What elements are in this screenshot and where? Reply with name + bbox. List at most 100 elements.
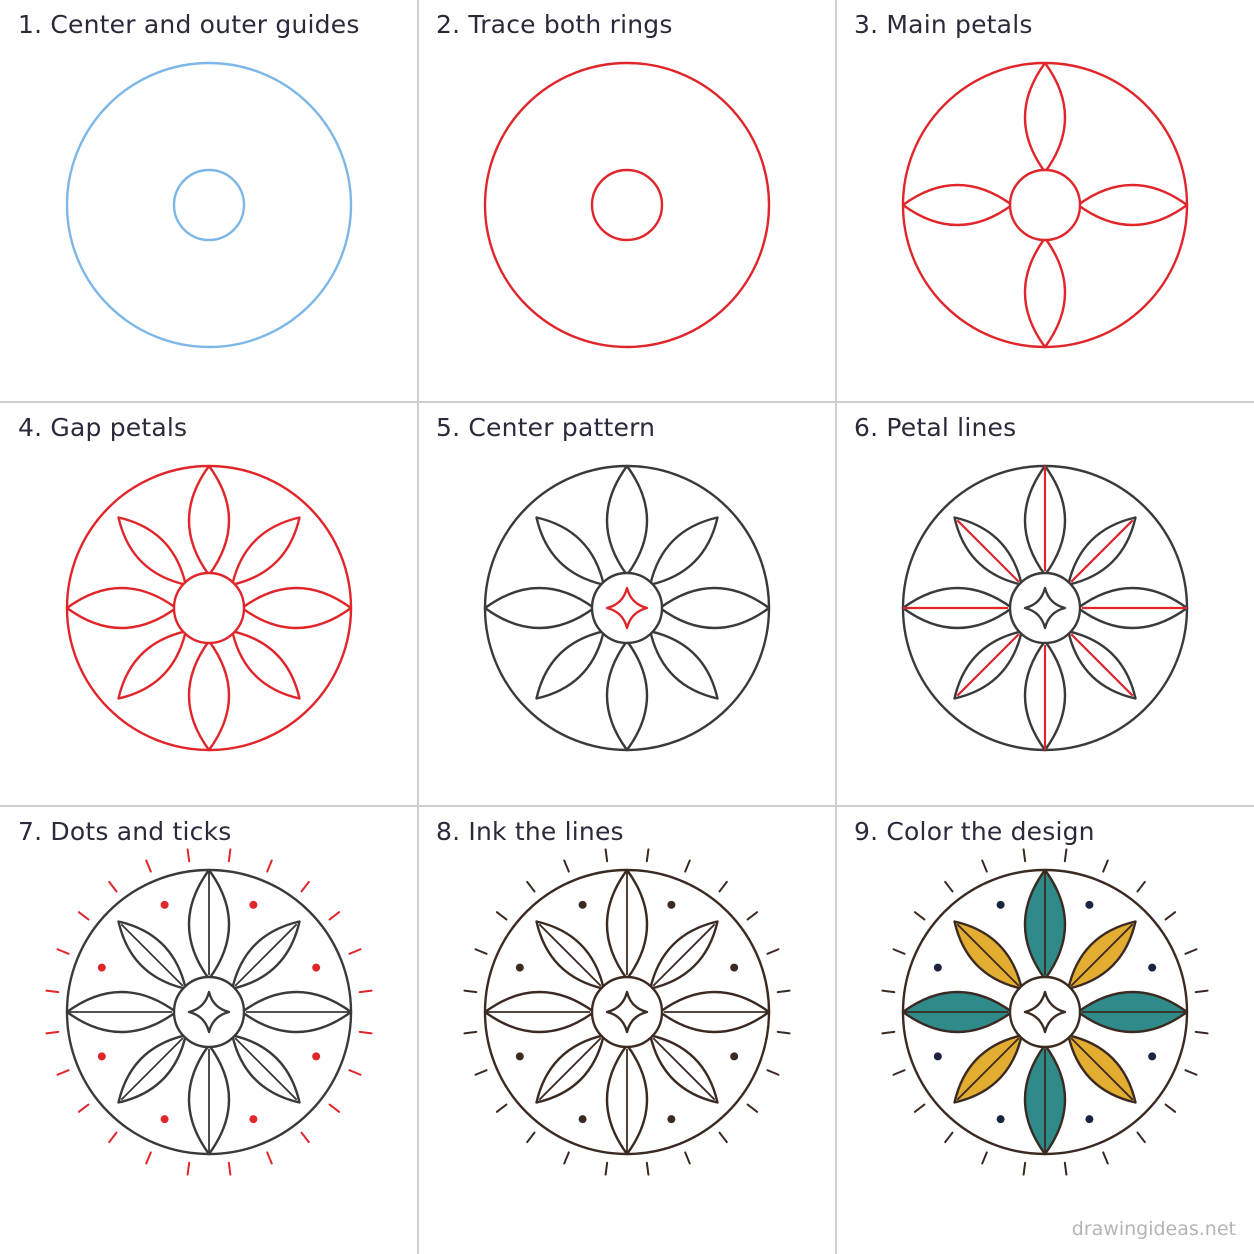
tick-mark — [108, 880, 118, 893]
inner-ring — [590, 975, 664, 1049]
petal-line — [956, 519, 1020, 583]
outer-ring — [65, 61, 353, 349]
inner-ring — [1008, 975, 1082, 1049]
step-panel-1: 1. Center and outer guides — [0, 0, 418, 418]
tick-mark — [526, 1131, 536, 1144]
tick-mark — [981, 1151, 988, 1165]
tick-mark — [474, 948, 488, 955]
tick-mark — [1184, 1069, 1198, 1076]
gap-petal — [649, 920, 719, 990]
step-6-title: 6. Petal lines — [854, 413, 1017, 442]
main-petal — [1076, 183, 1189, 227]
dot — [578, 900, 587, 909]
divider-horizontal-2 — [0, 805, 1254, 807]
step-1-title: 1. Center and outer guides — [18, 10, 360, 39]
gap-petal — [649, 1034, 719, 1104]
gap-petal — [649, 516, 719, 586]
petal-line — [234, 923, 298, 987]
tick-mark — [913, 911, 926, 921]
center-diamond — [1023, 586, 1067, 630]
dot — [312, 963, 321, 972]
petal-line — [1070, 633, 1134, 697]
dot — [996, 900, 1005, 909]
dot — [996, 1115, 1005, 1124]
gap-petal — [649, 630, 719, 700]
dot — [160, 900, 169, 909]
tick-mark — [776, 989, 791, 994]
step-3-title: 3. Main petals — [854, 10, 1033, 39]
tick-mark — [328, 1103, 341, 1113]
tick-mark — [186, 848, 191, 863]
tick-mark — [1184, 948, 1198, 955]
petal-line — [956, 633, 1020, 697]
step-panel-6: 6. Petal lines — [836, 403, 1254, 821]
main-petal — [65, 586, 178, 630]
outer-ring — [483, 61, 771, 349]
step-5-drawing — [483, 464, 771, 752]
gap-petal — [231, 516, 301, 586]
main-petal — [901, 183, 1014, 227]
tick-mark — [645, 848, 650, 863]
step-4-title: 4. Gap petals — [18, 413, 188, 442]
tick-mark — [766, 948, 780, 955]
step-7-drawing — [45, 848, 373, 1176]
tick-mark — [463, 1030, 478, 1035]
tick-mark — [227, 848, 232, 863]
step-2-title: 2. Trace both rings — [436, 10, 673, 39]
tick-mark — [718, 1131, 728, 1144]
step-1-drawing — [65, 61, 353, 349]
tick-mark — [746, 1103, 759, 1113]
step-7-title: 7. Dots and ticks — [18, 817, 232, 846]
tick-mark — [913, 1103, 926, 1113]
step-panel-5: 5. Center pattern — [418, 403, 836, 821]
gap-petal — [231, 630, 301, 700]
tick-mark — [981, 859, 988, 873]
tick-mark — [944, 1131, 954, 1144]
gap-petal — [117, 1034, 187, 1104]
dot — [730, 1052, 739, 1061]
tick-mark — [145, 859, 152, 873]
tick-mark — [604, 1161, 609, 1176]
gap-petal — [117, 630, 187, 700]
tick-mark — [1194, 989, 1209, 994]
petal-line — [652, 1037, 716, 1101]
dot — [1085, 900, 1094, 909]
dot — [249, 1115, 258, 1124]
tick-mark — [526, 880, 536, 893]
main-petal — [240, 586, 353, 630]
tick-mark — [108, 1131, 118, 1144]
divider-vertical-2 — [835, 0, 837, 1254]
dot — [515, 963, 524, 972]
tick-mark — [474, 1069, 488, 1076]
petal-line — [120, 1037, 184, 1101]
tick-mark — [45, 1030, 60, 1035]
tick-mark — [746, 911, 759, 921]
tick-mark — [684, 859, 691, 873]
tick-mark — [645, 1161, 650, 1176]
petal-line — [1070, 923, 1134, 987]
divider-vertical-1 — [417, 0, 419, 1254]
step-8-title: 8. Ink the lines — [436, 817, 624, 846]
petal-line — [120, 923, 184, 987]
tick-mark — [266, 1151, 273, 1165]
main-petal — [1023, 236, 1067, 349]
inner-ring — [172, 571, 246, 645]
tick-mark — [1102, 1151, 1109, 1165]
gap-petal — [535, 630, 605, 700]
tick-mark — [348, 948, 362, 955]
step-panel-3: 3. Main petals — [836, 0, 1254, 418]
tick-mark — [881, 989, 896, 994]
tick-mark — [944, 880, 954, 893]
step-9-drawing — [881, 848, 1209, 1176]
tick-mark — [348, 1069, 362, 1076]
inner-ring — [590, 571, 664, 645]
gap-petal — [535, 516, 605, 586]
tick-mark — [563, 859, 570, 873]
tick-mark — [563, 1151, 570, 1165]
tick-mark — [56, 1069, 70, 1076]
petal-line — [652, 923, 716, 987]
gap-petal — [535, 920, 605, 990]
watermark: drawingideas.net — [1071, 1218, 1236, 1240]
dot — [97, 963, 106, 972]
